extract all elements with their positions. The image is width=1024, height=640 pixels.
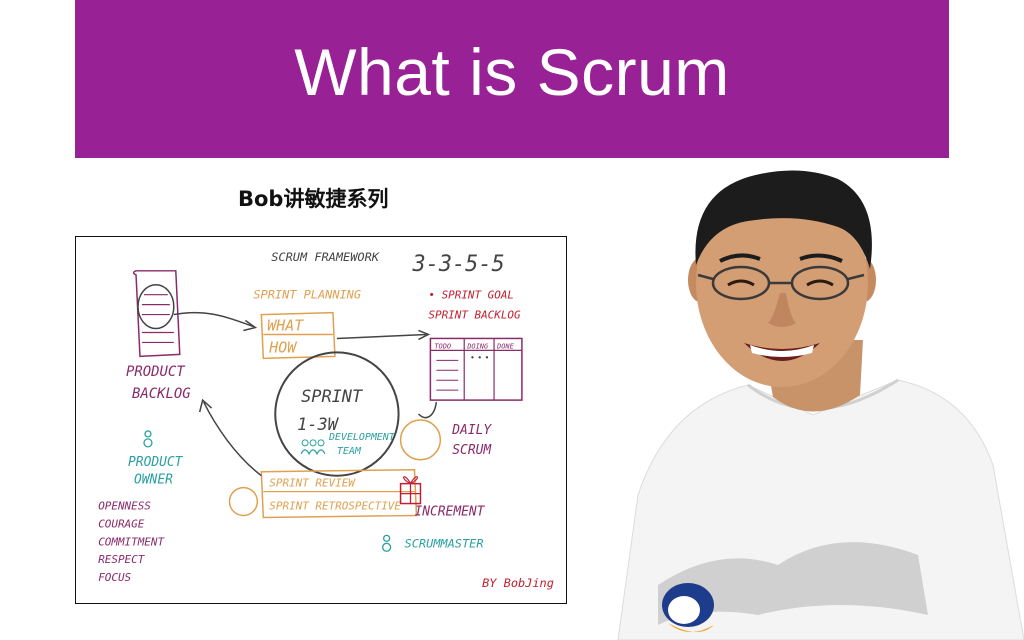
increment-gift-icon [399,476,422,505]
framework-numbers: 3-3-5-5 [412,252,505,277]
what-label: WHAT [267,316,304,334]
svg-text:• • •: • • • [470,353,489,362]
product-backlog-label-1: PRODUCT [126,364,186,380]
value-respect: RESPECT [98,553,146,566]
task-board: TODO DOING DONE • • • [429,337,523,401]
framework-heading: SCRUM FRAMEWORK [271,250,379,264]
product-owner-icon [143,430,153,448]
sprint-duration-label: 1-3W [297,414,340,434]
sprint-goal-label: • SPRINT GOAL [428,289,514,302]
planning-box: WHAT HOW [260,311,336,360]
sprint-review-label: SPRINT REVIEW [269,477,356,490]
sprint-backlog-label: SPRINT BACKLOG [428,309,521,322]
arrow-to-backlog [336,333,427,340]
value-focus: FOCUS [98,571,131,584]
how-label: HOW [268,338,298,356]
title-banner: What is Scrum [75,0,949,158]
team-icon [300,439,326,456]
arrow-to-product-backlog [202,401,262,477]
board-column-doing: DOING [466,342,488,350]
sprint-cycle [274,351,400,477]
whiteboard-drawing: SCRUM FRAMEWORK 3-3-5-5 PRODUCT BACKLOG … [98,250,554,590]
value-courage: COURAGE [98,517,145,530]
arrow-to-planning [173,311,254,328]
sprint-label: SPRINT [301,386,363,406]
daily-scrum-label-2: SCRUM [452,443,492,458]
product-owner-label-2: OWNER [134,473,173,488]
product-owner-label-1: PRODUCT [128,455,184,470]
scrum-framework-whiteboard: SCRUM FRAMEWORK 3-3-5-5 PRODUCT BACKLOG … [75,236,567,604]
increment-label: INCREMENT [414,504,485,519]
scrummaster-label: SCRUMMASTER [405,536,484,550]
scrummaster-icon [382,534,392,552]
daily-scrum-label-1: DAILY [451,423,492,438]
signature: BY BobJing [482,576,554,590]
value-commitment: COMMITMENT [98,535,165,548]
daily-scrum-circle [399,419,442,461]
presenter-photo [598,165,1024,640]
sprint-retrospective-label: SPRINT RETROSPECTIVE [269,500,401,513]
slide-subtitle: Bob讲敏捷系列 [238,187,389,211]
value-openness: OPENNESS [98,500,151,513]
slide-title: What is Scrum [294,35,730,109]
review-retro-box: SPRINT REVIEW SPRINT RETROSPECTIVE [260,468,418,519]
board-column-done: DONE [496,342,515,350]
product-backlog-icon [132,270,181,358]
dev-team-label-2: TEAM [337,446,362,457]
board-column-todo: TODO [434,342,451,350]
sprint-planning-label: SPRINT PLANNING [253,288,361,302]
dev-team-label-1: DEVELOPMENT [328,432,396,443]
product-backlog-label-2: BACKLOG [132,386,191,402]
